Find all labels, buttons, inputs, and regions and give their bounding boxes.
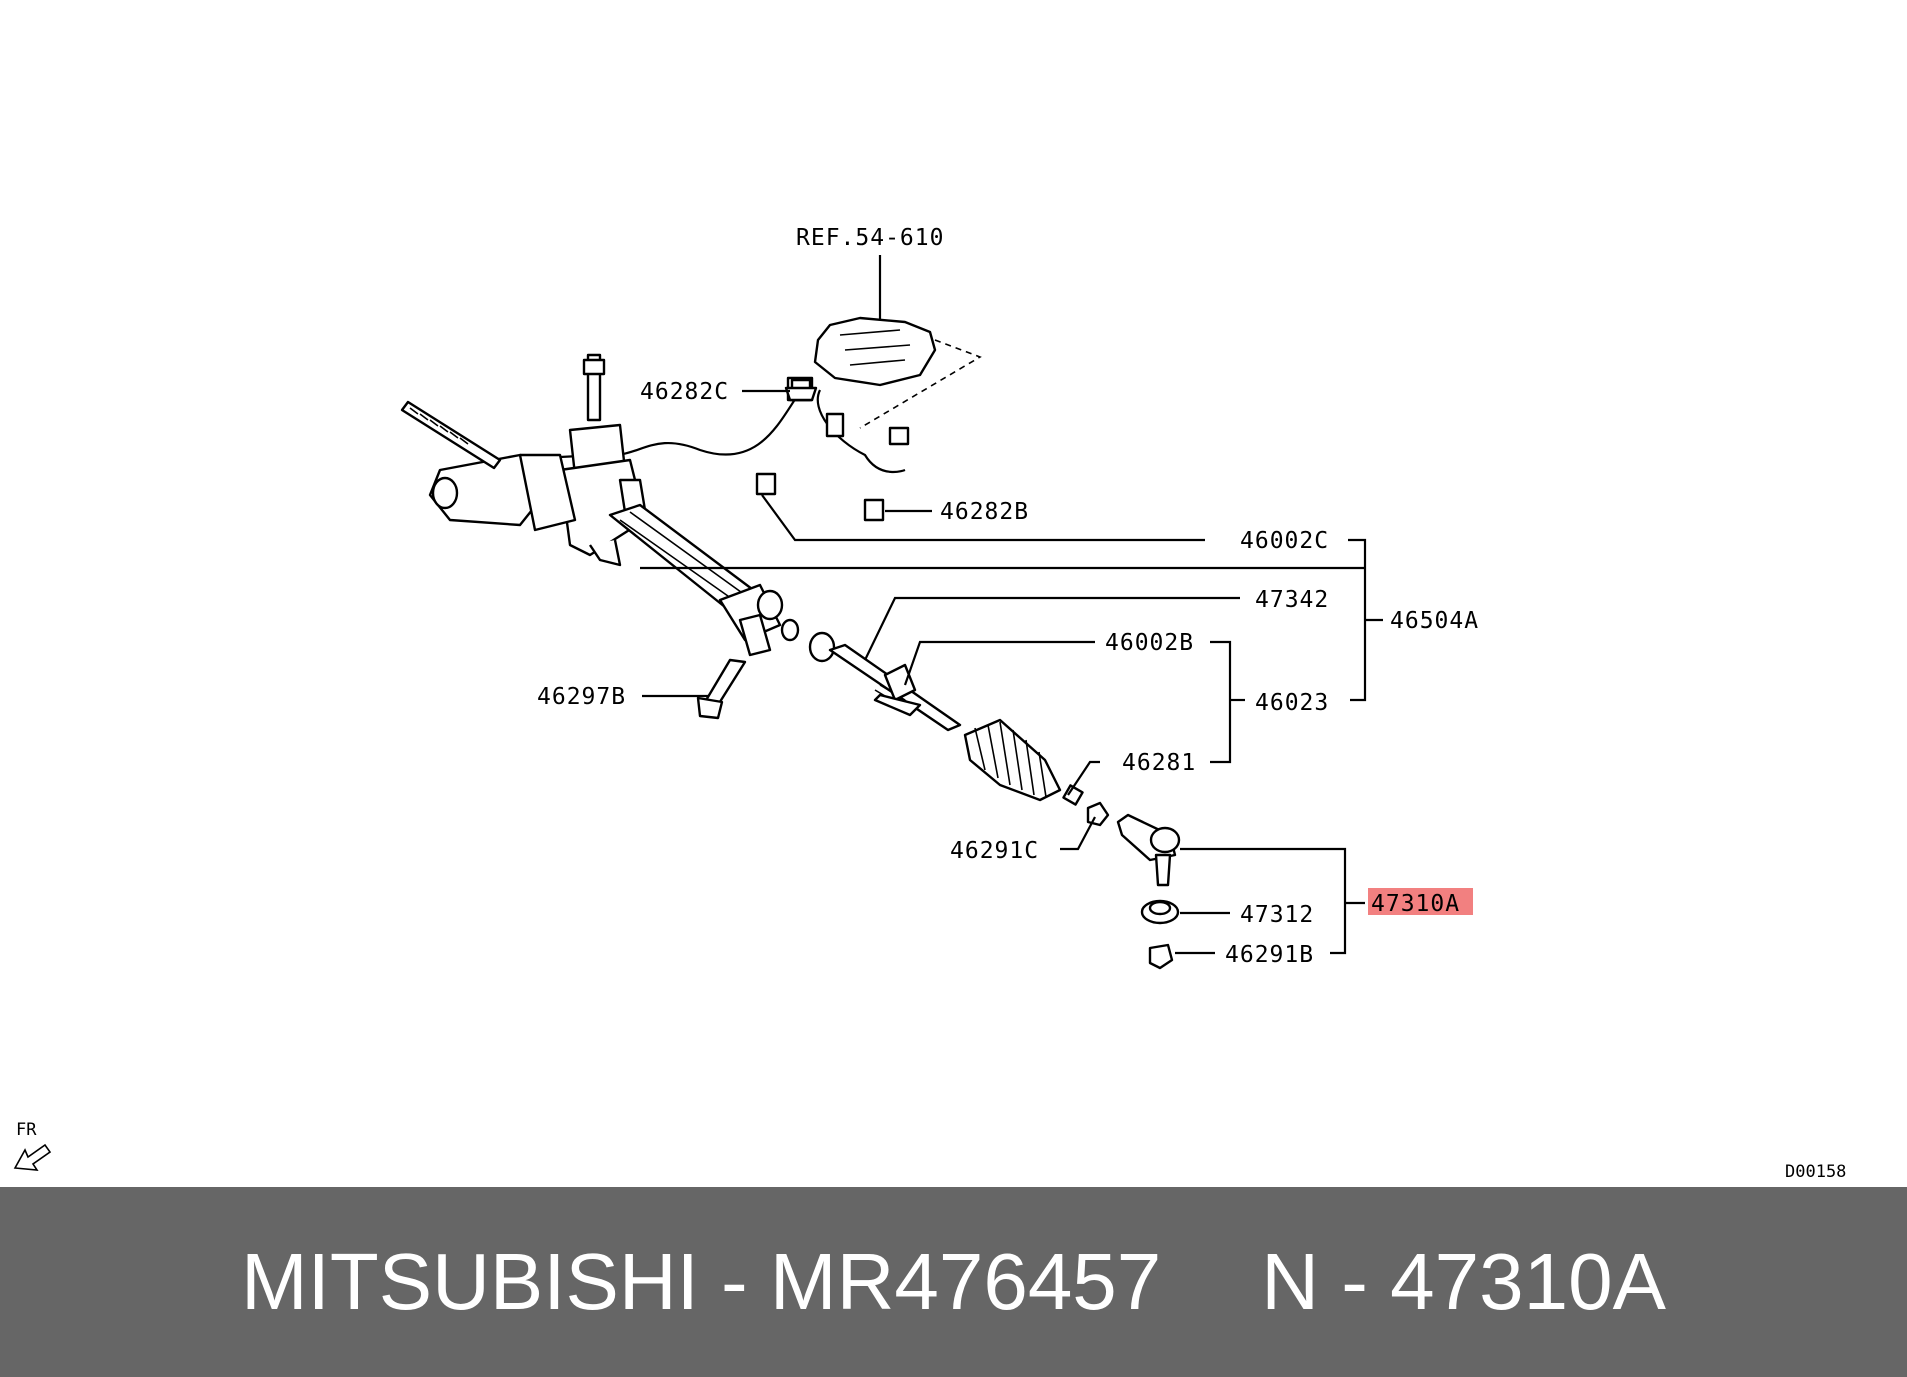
- dust-cover-47312: [1140, 899, 1180, 925]
- callout-47342: 47342: [1255, 587, 1329, 613]
- nut-46291C: [1086, 801, 1110, 827]
- left-tie-rod: [400, 400, 502, 470]
- leader-lines: [640, 389, 1383, 955]
- diagram-code: D00158: [1785, 1162, 1846, 1182]
- callout-46281: 46281: [1122, 750, 1196, 776]
- callout-46002C: 46002C: [1240, 528, 1329, 554]
- boot: [963, 718, 1062, 802]
- highlight-47310A: [1368, 888, 1473, 915]
- callout-46291C: 46291C: [950, 838, 1039, 864]
- front-arrow-icon: [13, 1143, 52, 1171]
- tie-rod-end: [1116, 813, 1181, 887]
- bolt-46297B: [696, 658, 747, 720]
- fr-label: FR: [16, 1120, 37, 1140]
- control-module: [813, 316, 937, 387]
- steering-gear-body: [428, 353, 647, 567]
- rack-tube: [608, 503, 800, 657]
- clip-46282C: [784, 378, 818, 402]
- parts-diagram: REF.54-610: [13, 225, 1846, 1182]
- callout-46023: 46023: [1255, 690, 1329, 716]
- callout-46282C: 46282C: [640, 379, 729, 405]
- clip-46281: [1062, 784, 1084, 806]
- module-dashed-link: [859, 339, 982, 429]
- part-brand-number: MITSUBISHI - MR476457: [241, 1237, 1162, 1326]
- inner-tie-rod: [808, 631, 962, 732]
- callout-46002B: 46002B: [1105, 630, 1194, 656]
- callout-46504A: 46504A: [1390, 608, 1479, 634]
- part-diagram-number: N - 47310A: [1261, 1237, 1666, 1326]
- callout-47310A: 47310A: [1371, 891, 1460, 917]
- callout-46282B: 46282B: [940, 499, 1029, 525]
- footer-banner: MITSUBISHI - MR476457 N - 47310A: [0, 1187, 1907, 1377]
- callout-46291B: 46291B: [1225, 942, 1314, 968]
- nut-46291B: [1148, 943, 1174, 970]
- callout-46297B: 46297B: [537, 684, 626, 710]
- ref-label: REF.54-610: [796, 225, 944, 251]
- callout-47312: 47312: [1240, 902, 1314, 928]
